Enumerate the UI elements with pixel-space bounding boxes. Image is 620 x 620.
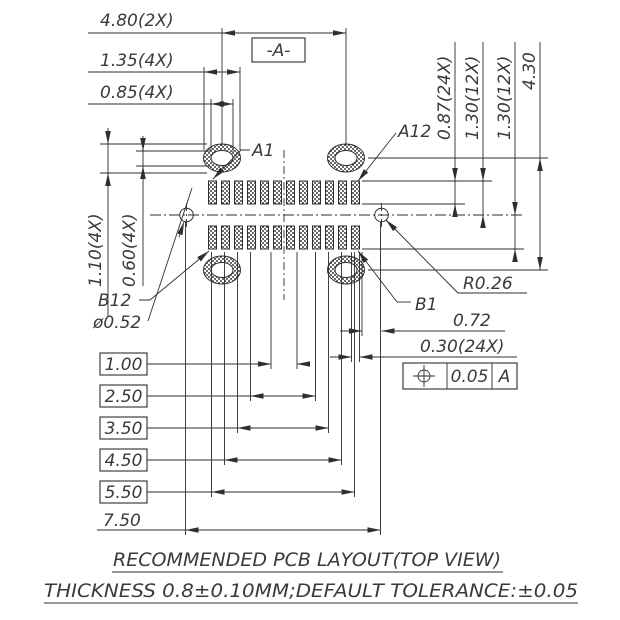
stack-dim-3: 3.50 xyxy=(105,419,143,439)
pin-label-b1: B1 xyxy=(415,295,437,315)
dim-1-30-a: 1.30(12X) xyxy=(463,56,483,140)
dim-0-30: 0.30(24X) xyxy=(420,337,504,357)
smt-pad xyxy=(273,225,282,250)
dim-0-60: 0.60(4X) xyxy=(120,213,140,287)
smt-pad xyxy=(325,225,334,250)
smt-pad xyxy=(247,225,256,250)
datum-flag-box xyxy=(251,37,306,63)
stacked-dimensions: 1.00 2.50 3.50 4.50 5.50 7.50 xyxy=(99,352,148,531)
smt-pad xyxy=(208,225,217,250)
smt-pad xyxy=(234,225,243,250)
datum-flag-label: -A- xyxy=(267,41,291,61)
smt-pad xyxy=(234,180,243,205)
dim-0-72: 0.72 xyxy=(453,311,491,331)
pin-label-a1: A1 xyxy=(251,141,274,161)
smt-pad xyxy=(286,225,295,250)
smt-pad xyxy=(260,180,269,205)
dim-radius: R0.26 xyxy=(463,274,513,294)
feature-control-frame: 0.05 A xyxy=(402,362,518,390)
pad-array xyxy=(208,180,360,250)
stack-dim-5: 5.50 xyxy=(105,483,143,503)
pin-label-b12: B12 xyxy=(98,291,131,311)
smt-pad xyxy=(312,180,321,205)
centerlines xyxy=(150,150,524,300)
smt-pad xyxy=(247,180,256,205)
smt-pad xyxy=(299,180,308,205)
smt-pad xyxy=(260,225,269,250)
stack-dim-1: 1.00 xyxy=(105,355,143,375)
smt-pad xyxy=(273,180,282,205)
dim-1-30-b: 1.30(12X) xyxy=(495,56,515,140)
smt-pad xyxy=(325,180,334,205)
smt-pad xyxy=(312,225,321,250)
drawing-title: RECOMMENDED PCB LAYOUT(TOP VIEW) xyxy=(113,549,501,571)
corner-pad-b12-oval xyxy=(203,255,242,285)
smt-pad xyxy=(208,180,217,205)
smt-pad xyxy=(221,225,230,250)
stack-dim-6: 7.50 xyxy=(103,511,141,531)
dim-4-30: 4.30 xyxy=(520,52,540,90)
corner-pad-b1-oval xyxy=(327,255,366,285)
true-position-icon xyxy=(413,365,435,387)
dim-1-10: 1.10(4X) xyxy=(86,213,106,287)
corner-pad-a1-oval xyxy=(203,143,242,173)
corner-pad-a12-oval xyxy=(327,143,366,173)
leader-lines xyxy=(139,132,527,322)
dim-0-85: 0.85(4X) xyxy=(100,83,174,103)
smt-pad xyxy=(338,225,347,250)
dim-hole-dia: ø0.52 xyxy=(92,313,141,333)
smt-pad xyxy=(221,180,230,205)
stack-dim-4: 4.50 xyxy=(105,451,143,471)
corner-oval-pads xyxy=(203,143,366,285)
pin-labels: A1 A12 B12 B1 xyxy=(98,122,437,315)
dimension-arrows xyxy=(105,30,543,533)
smt-pad xyxy=(338,180,347,205)
stack-dim-2: 2.50 xyxy=(105,387,143,407)
smt-pad xyxy=(351,180,360,205)
smt-pad xyxy=(299,225,308,250)
smt-pad xyxy=(286,180,295,205)
dim-0-87: 0.87(24X) xyxy=(435,56,455,140)
dim-4-80: 4.80(2X) xyxy=(100,11,174,31)
dimension-labels: 4.80(2X) 1.35(4X) 0.85(4X) 0.87(24X) 1.3… xyxy=(86,11,540,357)
smt-pad xyxy=(351,225,360,250)
fcf-tolerance: 0.05 xyxy=(451,367,489,387)
fcf-datum-ref: A xyxy=(498,367,511,387)
title-block: RECOMMENDED PCB LAYOUT(TOP VIEW) THICKNE… xyxy=(44,549,578,604)
tolerance-note: THICKNESS 0.8±0.10MM;DEFAULT TOLERANCE:±… xyxy=(44,580,578,602)
pin-label-a12: A12 xyxy=(397,122,431,142)
dim-1-35: 1.35(4X) xyxy=(100,51,174,71)
